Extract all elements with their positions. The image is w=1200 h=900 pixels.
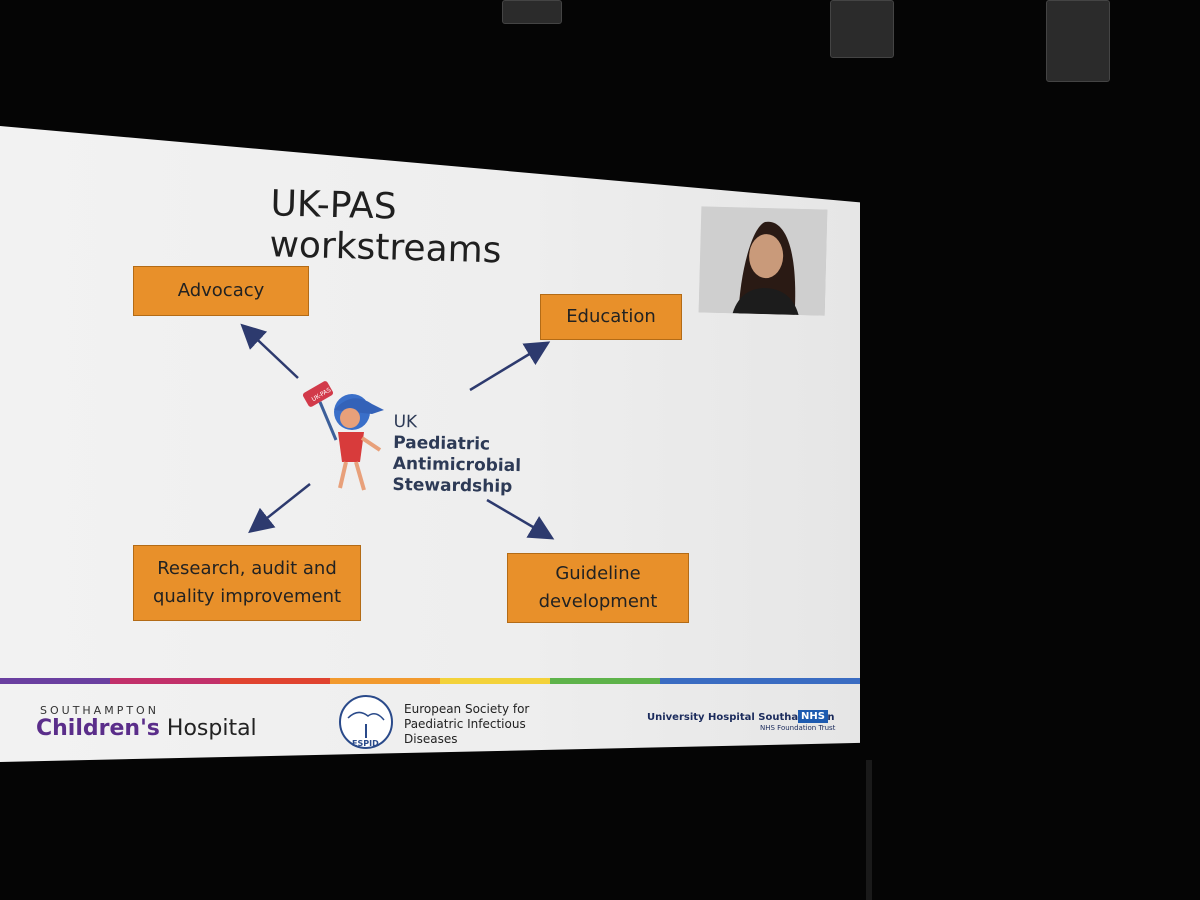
espid-badge-text: ESPID [352,739,379,748]
arrow-to-guideline [486,498,555,540]
ceiling-light-2 [830,0,894,58]
nhs-subtitle: NHS Foundation Trust [760,724,836,732]
childrens-word: Children's [36,716,160,741]
advocacy-box: Advocacy [133,266,309,316]
espid-name: European Society for Paediatric Infectio… [404,702,529,747]
presenter-portrait-icon [698,206,828,316]
logo-line-paediatric: Paediatric [393,432,491,455]
education-box: Education [540,294,682,340]
guideline-label-line1: Guideline [555,563,641,584]
arrow-to-advocacy [240,323,299,379]
research-box: Research, audit and quality improvement [133,545,361,621]
espid-line-2: Paediatric Infectious [404,717,526,731]
ceiling-light-1 [502,0,562,24]
ukpas-mascot-icon: UK-PAS [302,381,384,491]
espid-line-1: European Society for [404,702,530,716]
presenter-photo [698,206,828,316]
advocacy-label: Advocacy [177,280,265,301]
arrow-to-research [248,483,311,534]
research-label-line1: Research, audit and [157,558,337,579]
hospital-word: Hospital [166,716,257,741]
espid-globe-icon: ESPID [339,695,393,749]
uhs-label: University Hospital Southampton [647,712,835,723]
ukpas-logo-text: UK Paediatric Antimicrobial Stewardship [392,411,522,498]
southampton-label: SOUTHAMPTON [40,704,159,717]
logo-line-uk: UK [393,411,418,433]
espid-line-3: Diseases [404,732,458,746]
logo-line-antimicrobial: Antimicrobial [392,453,522,477]
guideline-label-line2: development [538,591,658,612]
childrens-hospital-logo: Children's Hospital [36,716,257,741]
education-label: Education [566,306,656,327]
arrow-to-education [469,341,551,392]
nhs-badge: NHS [798,710,828,723]
research-label-line2: quality improvement [152,586,342,607]
guideline-box: Guideline development [507,553,689,623]
ceiling-light-3 [1046,0,1110,82]
footer-color-strip [0,678,860,684]
logo-line-stewardship: Stewardship [392,474,513,497]
screen-stand [866,760,872,900]
